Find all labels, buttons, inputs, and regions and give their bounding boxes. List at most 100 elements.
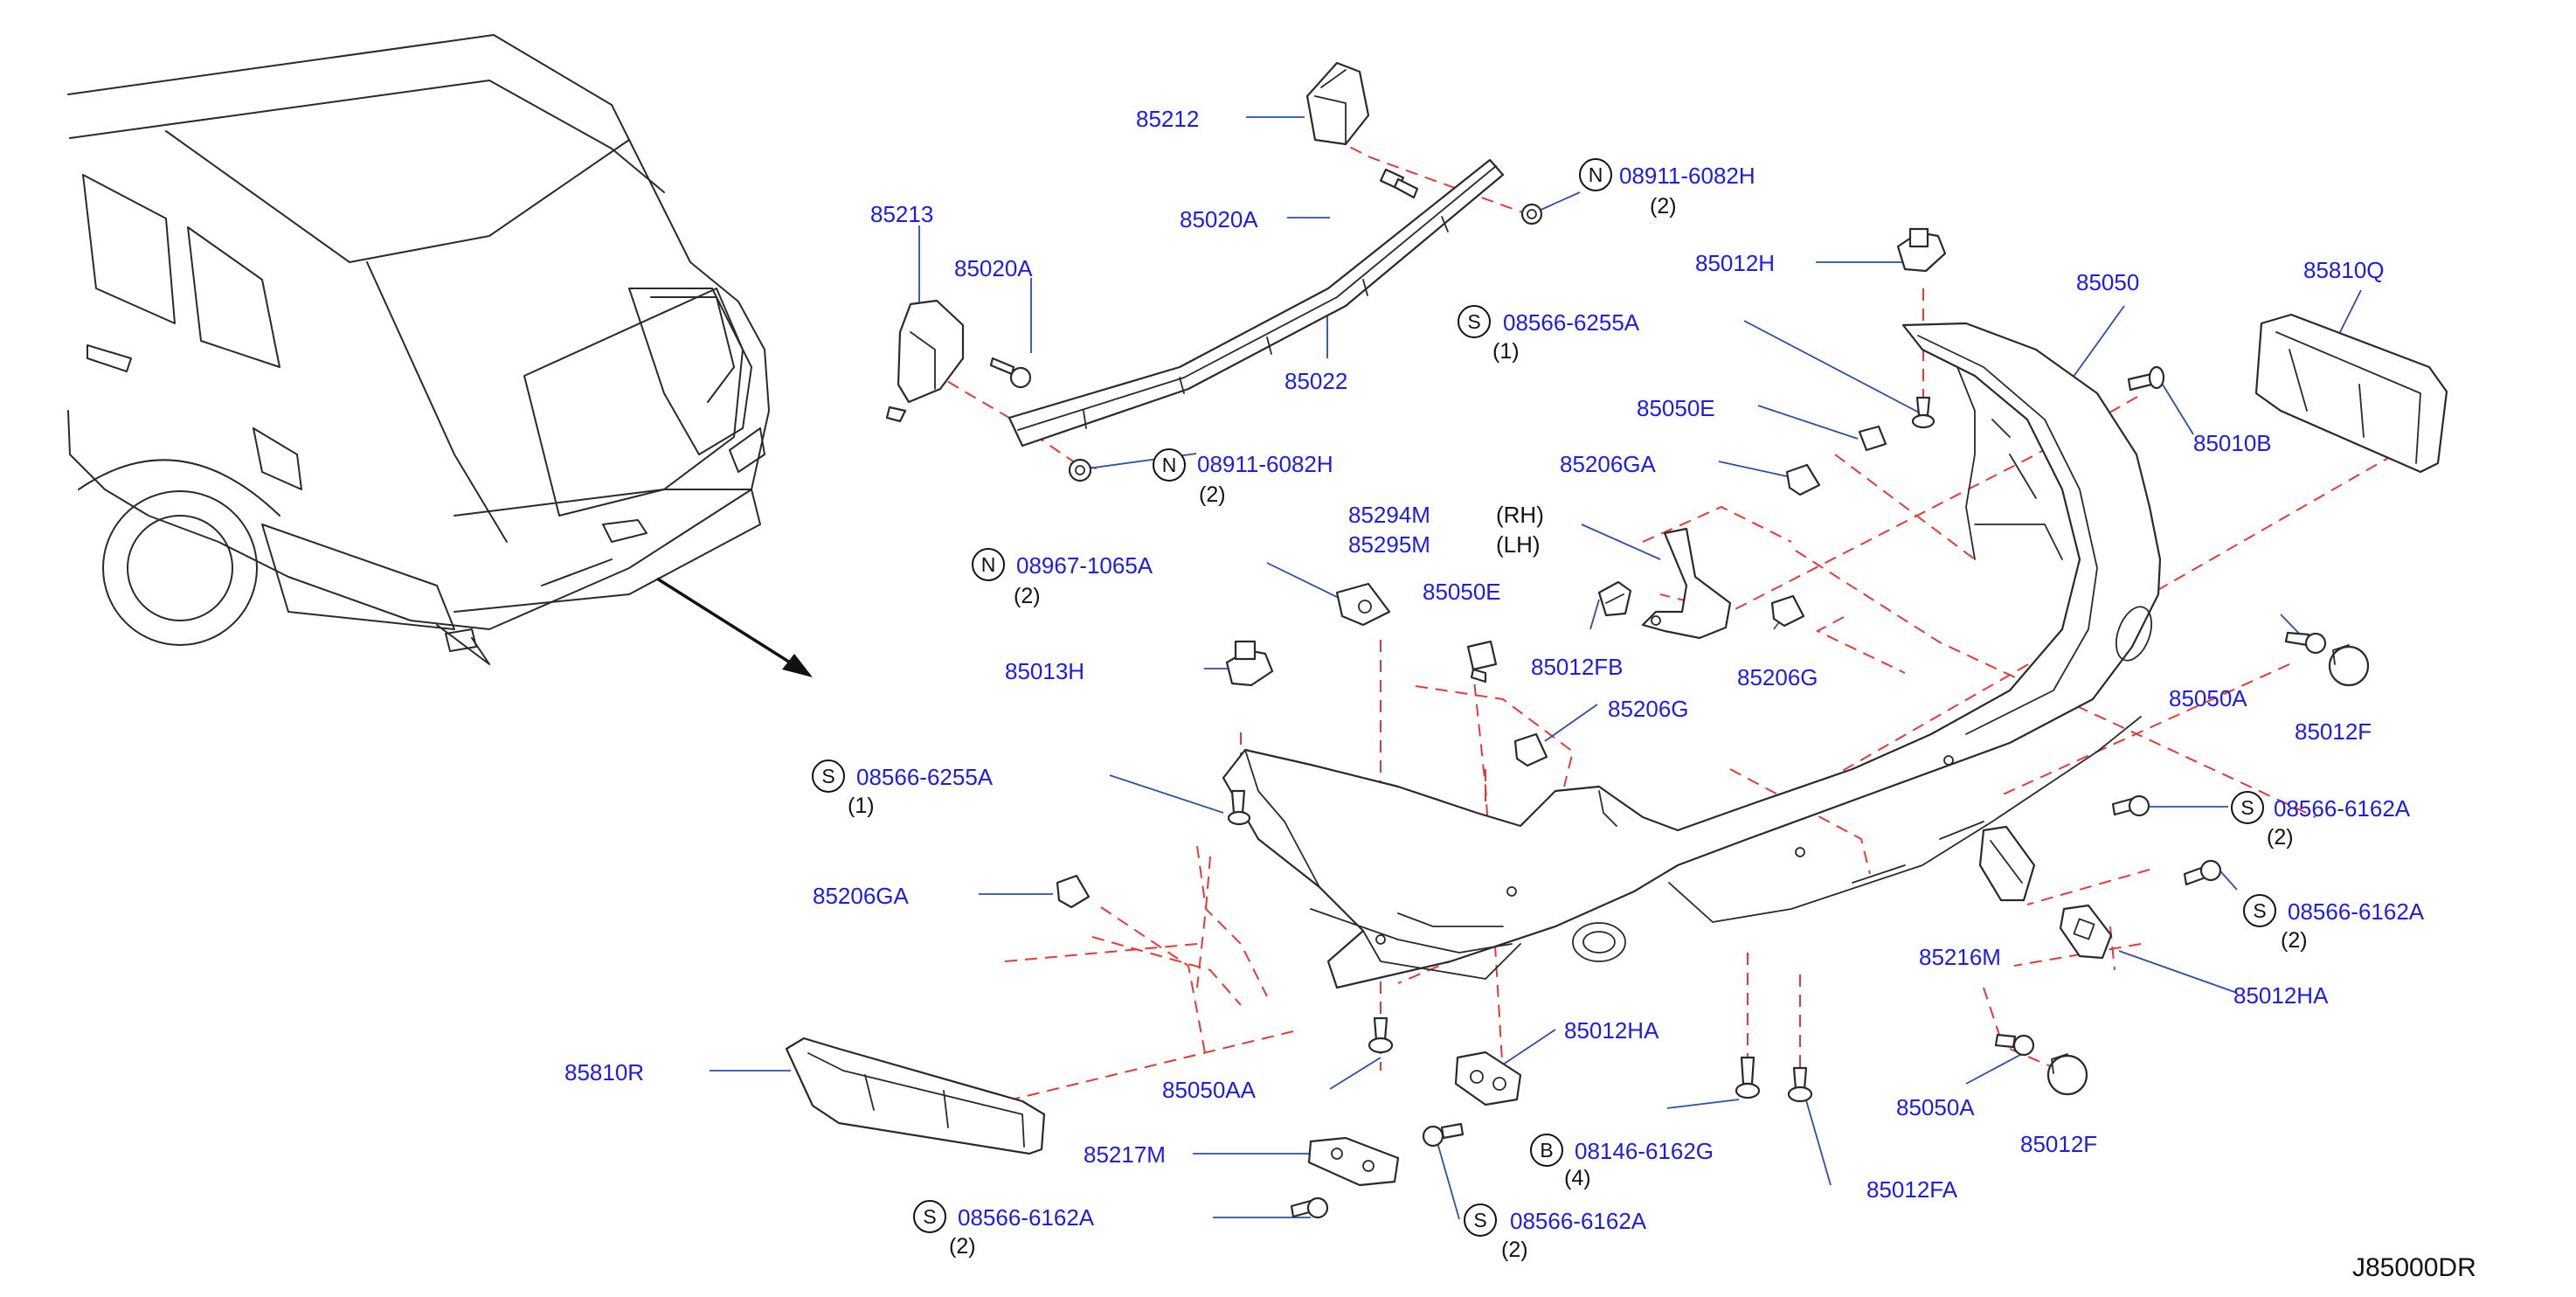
label-85810r[interactable]: 85810R bbox=[564, 1059, 644, 1085]
bracket-85012ha-right[interactable] bbox=[2059, 904, 2113, 960]
label-qty: (2) bbox=[2281, 928, 2308, 953]
bumper-fascia-85050[interactable] bbox=[1222, 322, 2162, 989]
label-qty: (2) bbox=[1014, 584, 1041, 608]
symbol-circle bbox=[1579, 158, 1612, 191]
label-08566-6255a-upper[interactable]: 08566-6255A bbox=[1503, 309, 1640, 336]
label-85810q[interactable]: 85810Q bbox=[2303, 257, 2385, 283]
label-symbol-s: S bbox=[821, 765, 834, 787]
label-08967-1065a[interactable]: 08967-1065A bbox=[1016, 552, 1153, 579]
label-85206g-mid[interactable]: 85206G bbox=[1608, 696, 1689, 722]
label-85050[interactable]: 85050 bbox=[2076, 269, 2139, 295]
label-symbol-s: S bbox=[2240, 796, 2254, 819]
label-08566-6162a-r1[interactable]: 08566-6162A bbox=[2274, 795, 2411, 822]
diagram-code: J85000DR bbox=[2352, 1253, 2476, 1282]
clip-85294m-85295m[interactable] bbox=[1335, 582, 1391, 627]
cap-85012f-lower[interactable] bbox=[2046, 1053, 2088, 1096]
label-rh: (RH) bbox=[1496, 502, 1544, 528]
bracket-85206g-lh-rh[interactable] bbox=[1641, 527, 1732, 640]
label-85212[interactable]: 85212 bbox=[1136, 106, 1199, 132]
label-85012fb[interactable]: 85012FB bbox=[1531, 654, 1624, 680]
label-85010b[interactable]: 85010B bbox=[2193, 430, 2272, 456]
screw-85050aa[interactable] bbox=[1368, 1016, 1394, 1054]
label-qty: (1) bbox=[1492, 339, 1520, 364]
label-qty: (2) bbox=[1501, 1238, 1528, 1262]
nut-08911-6082h-top[interactable] bbox=[1520, 203, 1543, 225]
grommet-85206g-right[interactable] bbox=[1770, 594, 1805, 628]
direction-arrow bbox=[656, 577, 813, 677]
label-symbol-s: S bbox=[1467, 310, 1480, 333]
label-85012fa[interactable]: 85012FA bbox=[1866, 1176, 1958, 1203]
bolt-85020a[interactable] bbox=[1379, 168, 1419, 199]
label-85213[interactable]: 85213 bbox=[870, 201, 933, 227]
screw-85012fa[interactable] bbox=[1787, 1066, 1813, 1103]
screw-08566-6162a-r2[interactable] bbox=[2183, 859, 2222, 886]
label-85022[interactable]: 85022 bbox=[1285, 368, 1347, 394]
bracket-85217m[interactable] bbox=[1307, 1136, 1400, 1187]
label-08911-6082h-bottom[interactable]: 08911-6082H bbox=[1197, 451, 1333, 477]
label-85206ga-right[interactable]: 85206GA bbox=[1560, 451, 1657, 477]
retainer-85050e-mid[interactable] bbox=[1466, 640, 1498, 683]
label-85012ha-mid[interactable]: 85012HA bbox=[1564, 1017, 1659, 1044]
bracket-85212[interactable] bbox=[1305, 61, 1370, 146]
label-08566-6162a-bm[interactable]: 08566-6162A bbox=[1510, 1208, 1647, 1234]
label-08566-6162a-bl[interactable]: 08566-6162A bbox=[958, 1204, 1095, 1231]
label-85294m[interactable]: 85294M bbox=[1348, 502, 1430, 528]
bolt-08146-6162g[interactable] bbox=[1735, 1056, 1761, 1099]
grommet-85206g-mid[interactable] bbox=[1513, 732, 1548, 767]
bracket-85213[interactable] bbox=[885, 299, 965, 423]
label-85050a-right[interactable]: 85050A bbox=[2169, 685, 2247, 711]
label-08911-6082h-top[interactable]: 08911-6082H bbox=[1619, 163, 1755, 189]
label-lh: (LH) bbox=[1496, 531, 1541, 558]
grommet-85206ga-left[interactable] bbox=[1056, 874, 1091, 909]
vehicle-rear-view bbox=[67, 34, 770, 665]
exploded-view-lines bbox=[930, 137, 2395, 1102]
label-85020a[interactable]: 85020A bbox=[1180, 206, 1258, 232]
bracket-85216m[interactable] bbox=[1978, 825, 2036, 902]
label-85050e-right[interactable]: 85050E bbox=[1637, 395, 1715, 421]
label-85295m[interactable]: 85295M bbox=[1348, 531, 1430, 558]
label-85206ga-left[interactable]: 85206GA bbox=[813, 883, 910, 909]
screw-08566-6162a-bm[interactable] bbox=[1422, 1122, 1465, 1148]
label-85050aa[interactable]: 85050AA bbox=[1162, 1077, 1257, 1103]
reinforcement-85022[interactable] bbox=[1008, 158, 1505, 447]
retainer-85050e-right[interactable] bbox=[1858, 425, 1887, 452]
label-08566-6162a-r2[interactable]: 08566-6162A bbox=[2288, 898, 2425, 925]
clip-85013h[interactable] bbox=[1225, 640, 1274, 687]
clip-85012h[interactable] bbox=[1896, 227, 1947, 273]
step-cover-85810q[interactable] bbox=[2254, 313, 2448, 474]
screw-08566-6255a-upper[interactable] bbox=[1911, 396, 1935, 429]
label-85012f-right[interactable]: 85012F bbox=[2295, 718, 2372, 745]
label-85206g-right[interactable]: 85206G bbox=[1737, 664, 1818, 690]
label-85013h[interactable]: 85013H bbox=[1005, 658, 1084, 684]
screw-08566-6162a-r1[interactable] bbox=[2111, 794, 2150, 817]
label-85020a-left[interactable]: 85020A bbox=[954, 255, 1033, 281]
screw-85050a-right[interactable] bbox=[2284, 631, 2327, 655]
step-cover-85810r[interactable] bbox=[785, 1037, 1046, 1155]
label-85217m[interactable]: 85217M bbox=[1084, 1141, 1166, 1168]
label-08566-6255a-lower[interactable]: 08566-6255A bbox=[856, 764, 994, 790]
symbol-circle bbox=[1153, 448, 1186, 482]
label-qty: (2) bbox=[2267, 825, 2294, 850]
nut-08911-6082h-bottom[interactable] bbox=[1068, 458, 1092, 482]
bracket-85012ha-mid[interactable] bbox=[1454, 1051, 1522, 1106]
label-symbol-s: S bbox=[1473, 1209, 1486, 1231]
label-08146-6162g[interactable]: 08146-6162G bbox=[1575, 1138, 1714, 1164]
bolt-85020a-left[interactable] bbox=[989, 357, 1032, 389]
clip-85012fb[interactable] bbox=[1597, 580, 1632, 617]
label-85012f-lower[interactable]: 85012F bbox=[2020, 1131, 2097, 1157]
label-85050a-lower[interactable]: 85050A bbox=[1896, 1094, 1975, 1120]
screw-85050a-lower[interactable] bbox=[1994, 1033, 2035, 1057]
screw-08566-6255a-lower[interactable] bbox=[1227, 789, 1251, 826]
cap-85012f-right[interactable] bbox=[2328, 644, 2370, 687]
label-85012ha-right[interactable]: 85012HA bbox=[2233, 982, 2329, 1009]
label-85216m[interactable]: 85216M bbox=[1919, 944, 2001, 970]
label-85050e-mid[interactable]: 85050E bbox=[1423, 579, 1501, 605]
symbol-circle bbox=[972, 548, 1005, 581]
screw-85010b[interactable] bbox=[2127, 365, 2165, 392]
symbol-circle bbox=[812, 759, 845, 793]
screw-08566-6162a-bl[interactable] bbox=[1290, 1196, 1329, 1219]
label-85012h[interactable]: 85012H bbox=[1695, 250, 1775, 276]
symbol-circle bbox=[2231, 791, 2264, 824]
grommet-85206ga-right[interactable] bbox=[1785, 463, 1821, 496]
label-symbol-s: S bbox=[2253, 899, 2266, 922]
